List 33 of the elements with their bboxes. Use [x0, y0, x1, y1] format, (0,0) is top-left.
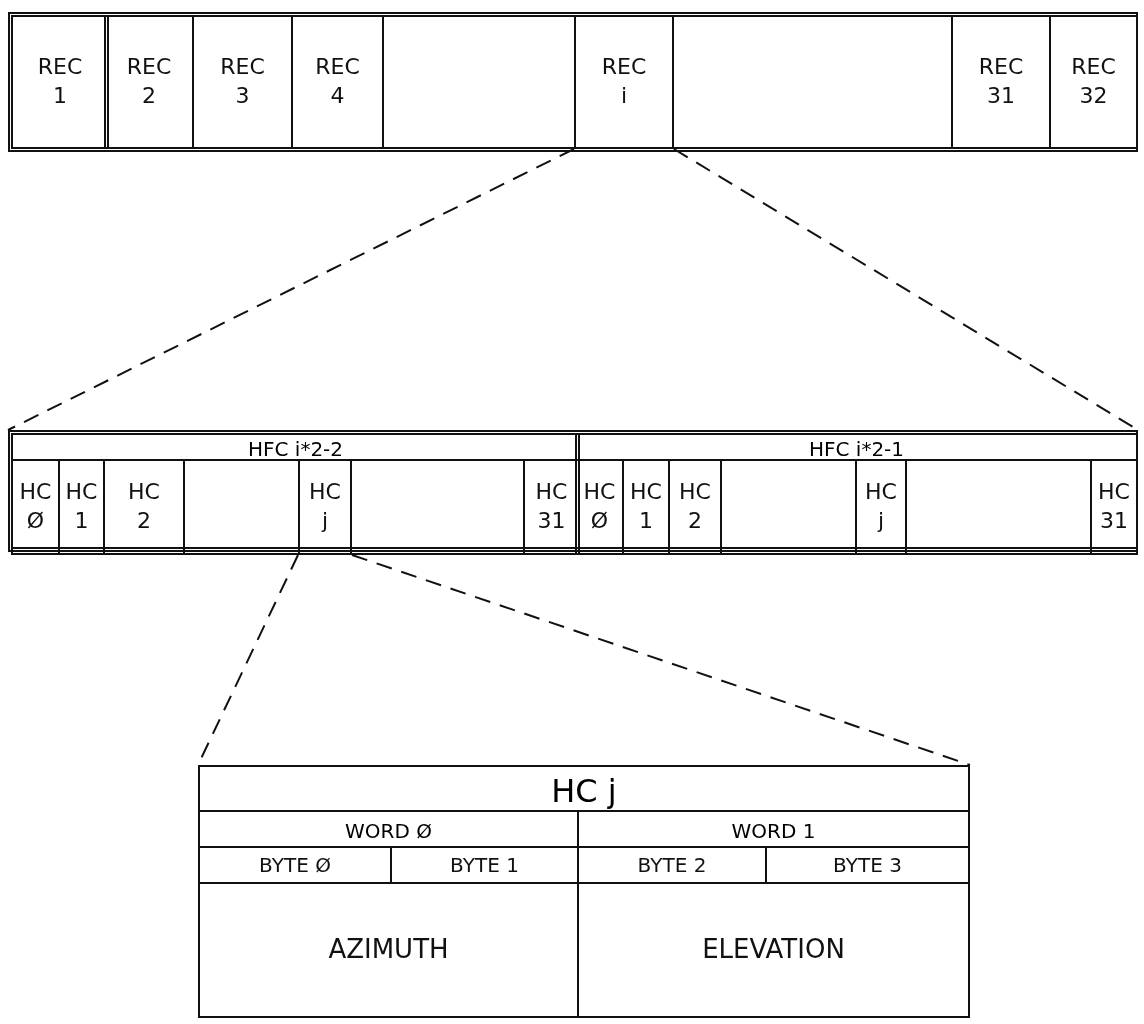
record-cell: HC 2 — [103, 459, 185, 555]
record-cell: HC j — [298, 459, 352, 555]
record-strip — [8, 430, 1138, 552]
empty-cell — [905, 459, 1092, 555]
empty-cell — [720, 459, 857, 555]
record-cell: HC 1 — [622, 459, 670, 555]
record-cell: REC 31 — [951, 15, 1051, 149]
empty-cell — [672, 15, 953, 149]
record-cell: REC 2 — [104, 15, 194, 149]
header-label: WORD 1 — [731, 819, 816, 843]
record-cell: HC 31 — [1090, 459, 1138, 555]
record-strip — [8, 12, 1138, 152]
record-cell: REC 3 — [192, 15, 293, 149]
record-cell: HC 2 — [668, 459, 722, 555]
record-cell: HC j — [855, 459, 907, 555]
empty-cell — [382, 15, 576, 149]
record-cell: REC 32 — [1049, 15, 1138, 149]
record-cell: REC 1 — [11, 15, 109, 149]
field-group-box — [198, 765, 970, 1018]
header-label: WORD Ø — [345, 819, 432, 843]
header-label: HC j — [551, 771, 617, 810]
zoom-line — [7, 148, 575, 431]
record-cell: HC 31 — [523, 459, 580, 555]
empty-cell — [183, 459, 300, 555]
record-cell: REC 4 — [291, 15, 384, 149]
record-cell: REC i — [574, 15, 674, 149]
zoom-line — [351, 554, 971, 766]
record-cell: HC 1 — [58, 459, 105, 555]
empty-cell — [350, 459, 525, 555]
header-label: HFC i*2-2 — [247, 437, 344, 461]
header-label: HFC i*2-1 — [808, 437, 905, 461]
record-cell: HC Ø — [11, 459, 60, 555]
record-cell: HC Ø — [575, 459, 624, 555]
